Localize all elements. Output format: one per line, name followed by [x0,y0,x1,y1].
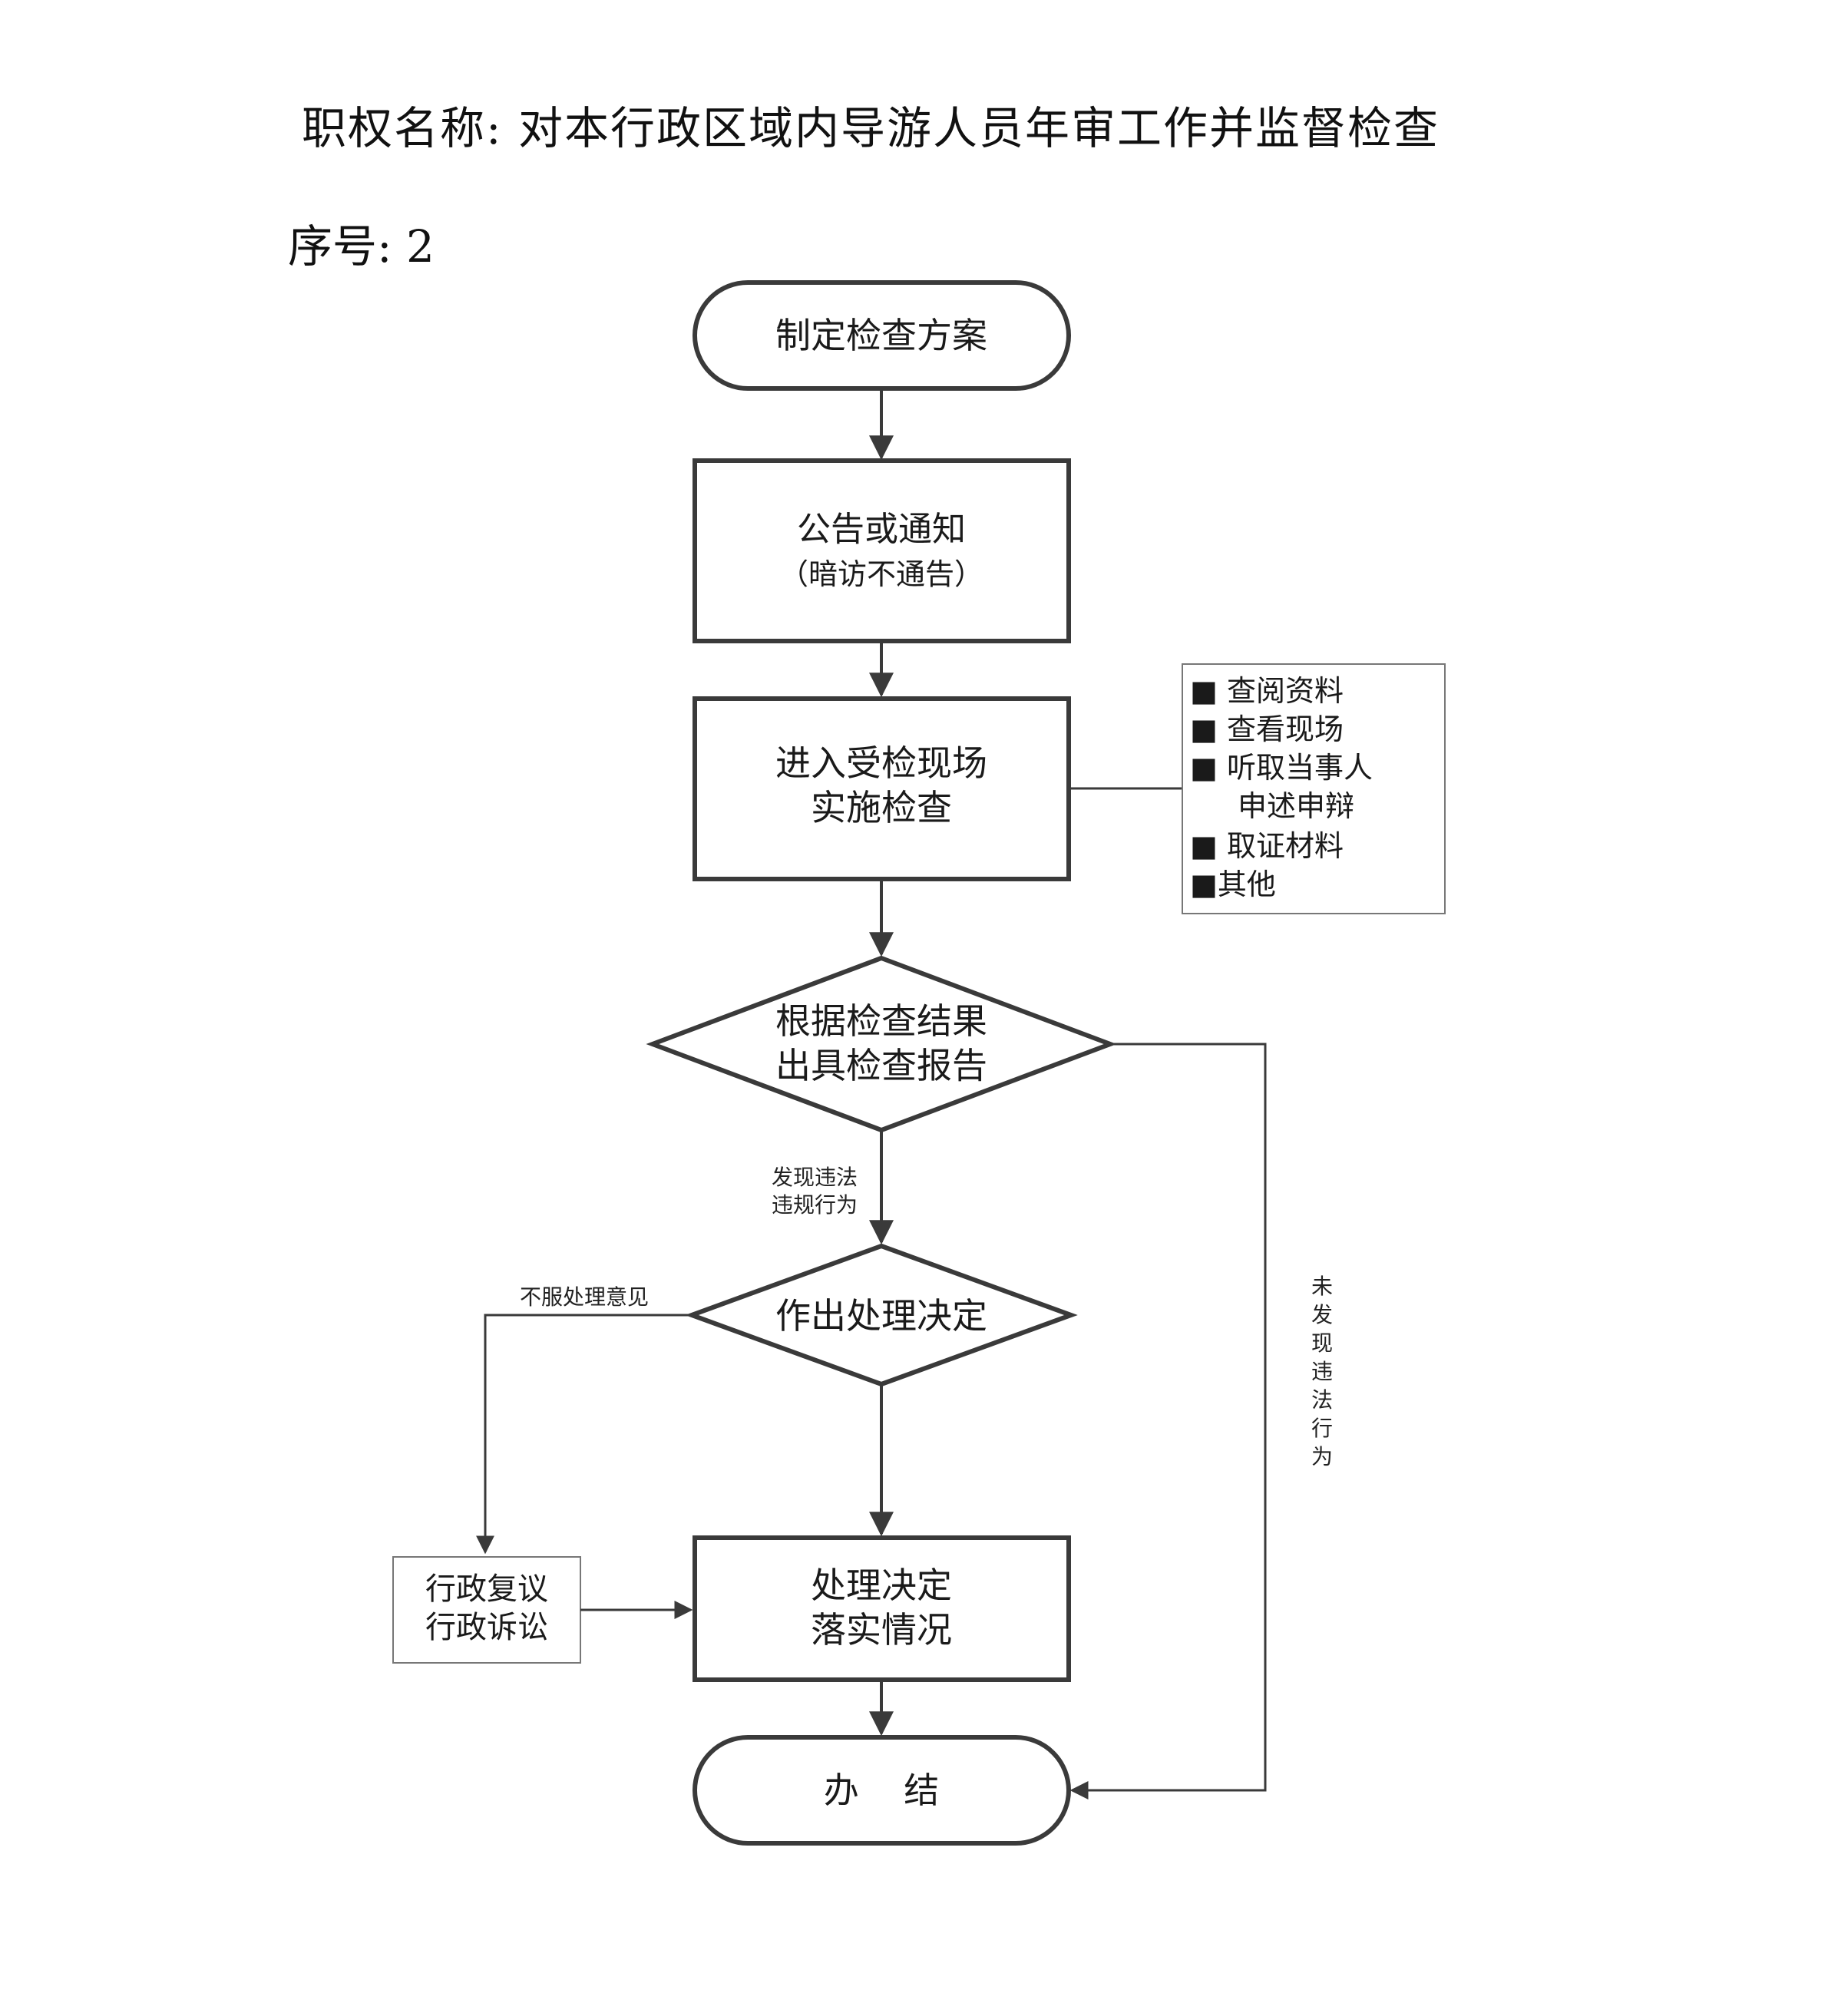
method-item-hear-party: ■ 听取当事人 [1190,751,1373,785]
no-violation-vertical-label: 未 发 现 违 法 行 为 [1311,1274,1333,1469]
no-violation-char-4: 违 [1311,1359,1333,1384]
start-terminator-label: 制定检查方案 [775,315,987,356]
onsite-inspection-label-line1: 进入受检现场 [775,742,987,784]
notice-process-label: 公告或通知 [797,510,966,549]
administrative-review-label-line1: 行政复议 [425,1571,548,1607]
penalty-decision-label: 作出处理决定 [775,1295,987,1337]
method-item-hear-party-cont: 申述申辩 [1238,789,1354,823]
authority-name-title: 职权名称: 对本行政区域内导游人员年审工作并监督检查 [302,102,1440,154]
implementation-status-label-line1: 处理决定 [811,1565,952,1606]
report-decision-label-line1: 根据检查结果 [775,1000,987,1042]
no-violation-char-5: 法 [1311,1387,1333,1413]
no-violation-char-6: 行 [1311,1416,1333,1441]
report-decision-diamond [646,955,1117,1133]
end-terminator-label: 办 结 [824,1770,940,1811]
found-violation-label-line1: 发现违法 [772,1165,858,1190]
method-item-other: ■其他 [1190,868,1276,901]
implementation-status-box [693,1535,1071,1682]
notice-process-sublabel: （暗访不通告） [779,557,983,591]
no-violation-char-1: 未 [1311,1274,1333,1299]
arrow-objection-branch [476,1314,692,1555]
onsite-inspection-box [693,696,1071,881]
method-item-review-documents: ■ 查阅资料 [1190,674,1344,708]
report-decision-label-line2: 出具检查报告 [775,1045,987,1086]
implementation-status-label-line2: 落实情况 [811,1609,952,1651]
no-violation-char-7: 为 [1311,1444,1333,1469]
no-violation-char-3: 现 [1311,1330,1333,1356]
arrow-no-violation-branch [1069,1043,1267,1800]
method-item-collect-evidence: ■ 取证材料 [1190,829,1344,863]
notice-process-box [693,458,1071,643]
end-terminator [693,1735,1071,1846]
objection-label: 不服处理意见 [520,1284,649,1310]
method-item-view-site: ■ 查看现场 [1190,712,1344,746]
found-violation-label-line2: 违规行为 [772,1192,858,1218]
inspection-methods-box [1182,663,1446,914]
onsite-inspection-label-line2: 实施检查 [811,787,952,828]
administrative-review-label-line2: 行政诉讼 [425,1610,548,1645]
serial-number: 序号: 2 [288,220,435,273]
no-violation-char-2: 发 [1311,1302,1333,1327]
